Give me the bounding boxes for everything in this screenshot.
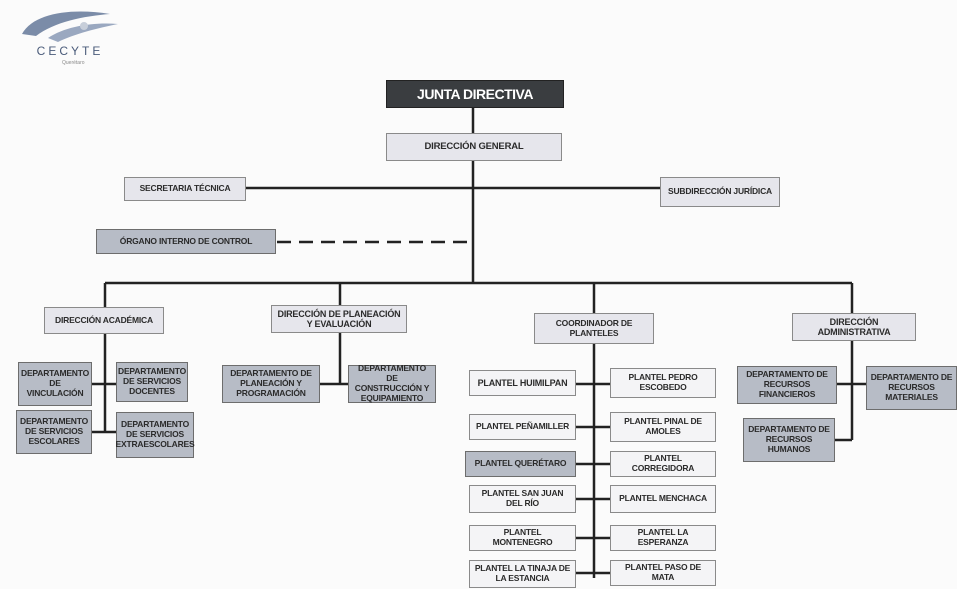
- node-direccion-administrativa: DIRECCIÓN ADMINISTRATIVA: [792, 313, 916, 341]
- node-depto-planeacion: DEPARTAMENTO DE PLANEACIÓN Y PROGRAMACIÓ…: [222, 365, 320, 403]
- node-depto-construccion: DEPARTAMENTO DE CONSTRUCCIÓN Y EQUIPAMIE…: [348, 364, 436, 403]
- node-plantel-la-esperanza: PLANTEL LA ESPERANZA: [610, 525, 716, 551]
- node-junta-directiva: JUNTA DIRECTIVA: [386, 80, 564, 108]
- node-plantel-paso-de-mata: PLANTEL PASO DE MATA: [610, 560, 716, 586]
- logo-name: CECYTE: [36, 44, 104, 58]
- node-direccion-academica: DIRECCIÓN ACADÉMICA: [44, 307, 164, 334]
- node-plantel-huimilpan: PLANTEL HUIMILPAN: [469, 370, 576, 396]
- node-depto-servicios-docentes: DEPARTAMENTO DE SERVICIOS DOCENTES: [116, 362, 188, 402]
- node-plantel-montenegro: PLANTEL MONTENEGRO: [469, 525, 576, 551]
- node-plantel-menchaca: PLANTEL MENCHACA: [610, 485, 716, 513]
- node-plantel-pinal-amoles: PLANTEL PINAL DE AMOLES: [610, 412, 716, 442]
- node-plantel-la-tinaja: PLANTEL LA TINAJA DE LA ESTANCIA: [469, 560, 576, 588]
- node-depto-recursos-financieros: DEPARTAMENTO DE RECURSOS FINANCIEROS: [737, 366, 837, 404]
- node-depto-vinculacion: DEPARTAMENTO DE VINCULACIÓN: [18, 362, 92, 406]
- node-plantel-penamiller: PLANTEL PEÑAMILLER: [469, 414, 576, 440]
- node-coordinador-planteles: COORDINADOR DE PLANTELES: [534, 313, 654, 344]
- node-depto-servicios-escolares: DEPARTAMENTO DE SERVICIOS ESCOLARES: [16, 410, 92, 454]
- node-depto-recursos-humanos: DEPARTAMENTO DE RECURSOS HUMANOS: [743, 418, 835, 462]
- node-organo-interno-control: ÓRGANO INTERNO DE CONTROL: [96, 229, 276, 254]
- node-plantel-san-juan-del-rio: PLANTEL SAN JUAN DEL RÍO: [469, 485, 576, 513]
- node-plantel-queretaro: PLANTEL QUERÉTARO: [465, 451, 576, 477]
- node-depto-servicios-extraescolares: DEPARTAMENTO DE SERVICIOS EXTRAESCOLARES: [116, 412, 195, 458]
- node-depto-recursos-materiales: DEPARTAMENTO DE RECURSOS MATERIALES: [866, 366, 957, 410]
- node-plantel-corregidora: PLANTEL CORREGIDORA: [610, 451, 716, 477]
- node-secretaria-tecnica: SECRETARIA TÉCNICA: [124, 177, 246, 201]
- node-plantel-pedro-escobedo: PLANTEL PEDRO ESCOBEDO: [610, 368, 716, 398]
- node-subdireccion-juridica: SUBDIRECCIÓN JURÍDICA: [660, 177, 780, 207]
- cecyte-logo: [22, 11, 118, 42]
- node-direccion-general: DIRECCIÓN GENERAL: [386, 133, 562, 161]
- node-direccion-planeacion: DIRECCIÓN DE PLANEACIÓN Y EVALUACIÓN: [271, 305, 407, 333]
- logo-subtitle: Querétaro: [62, 60, 85, 66]
